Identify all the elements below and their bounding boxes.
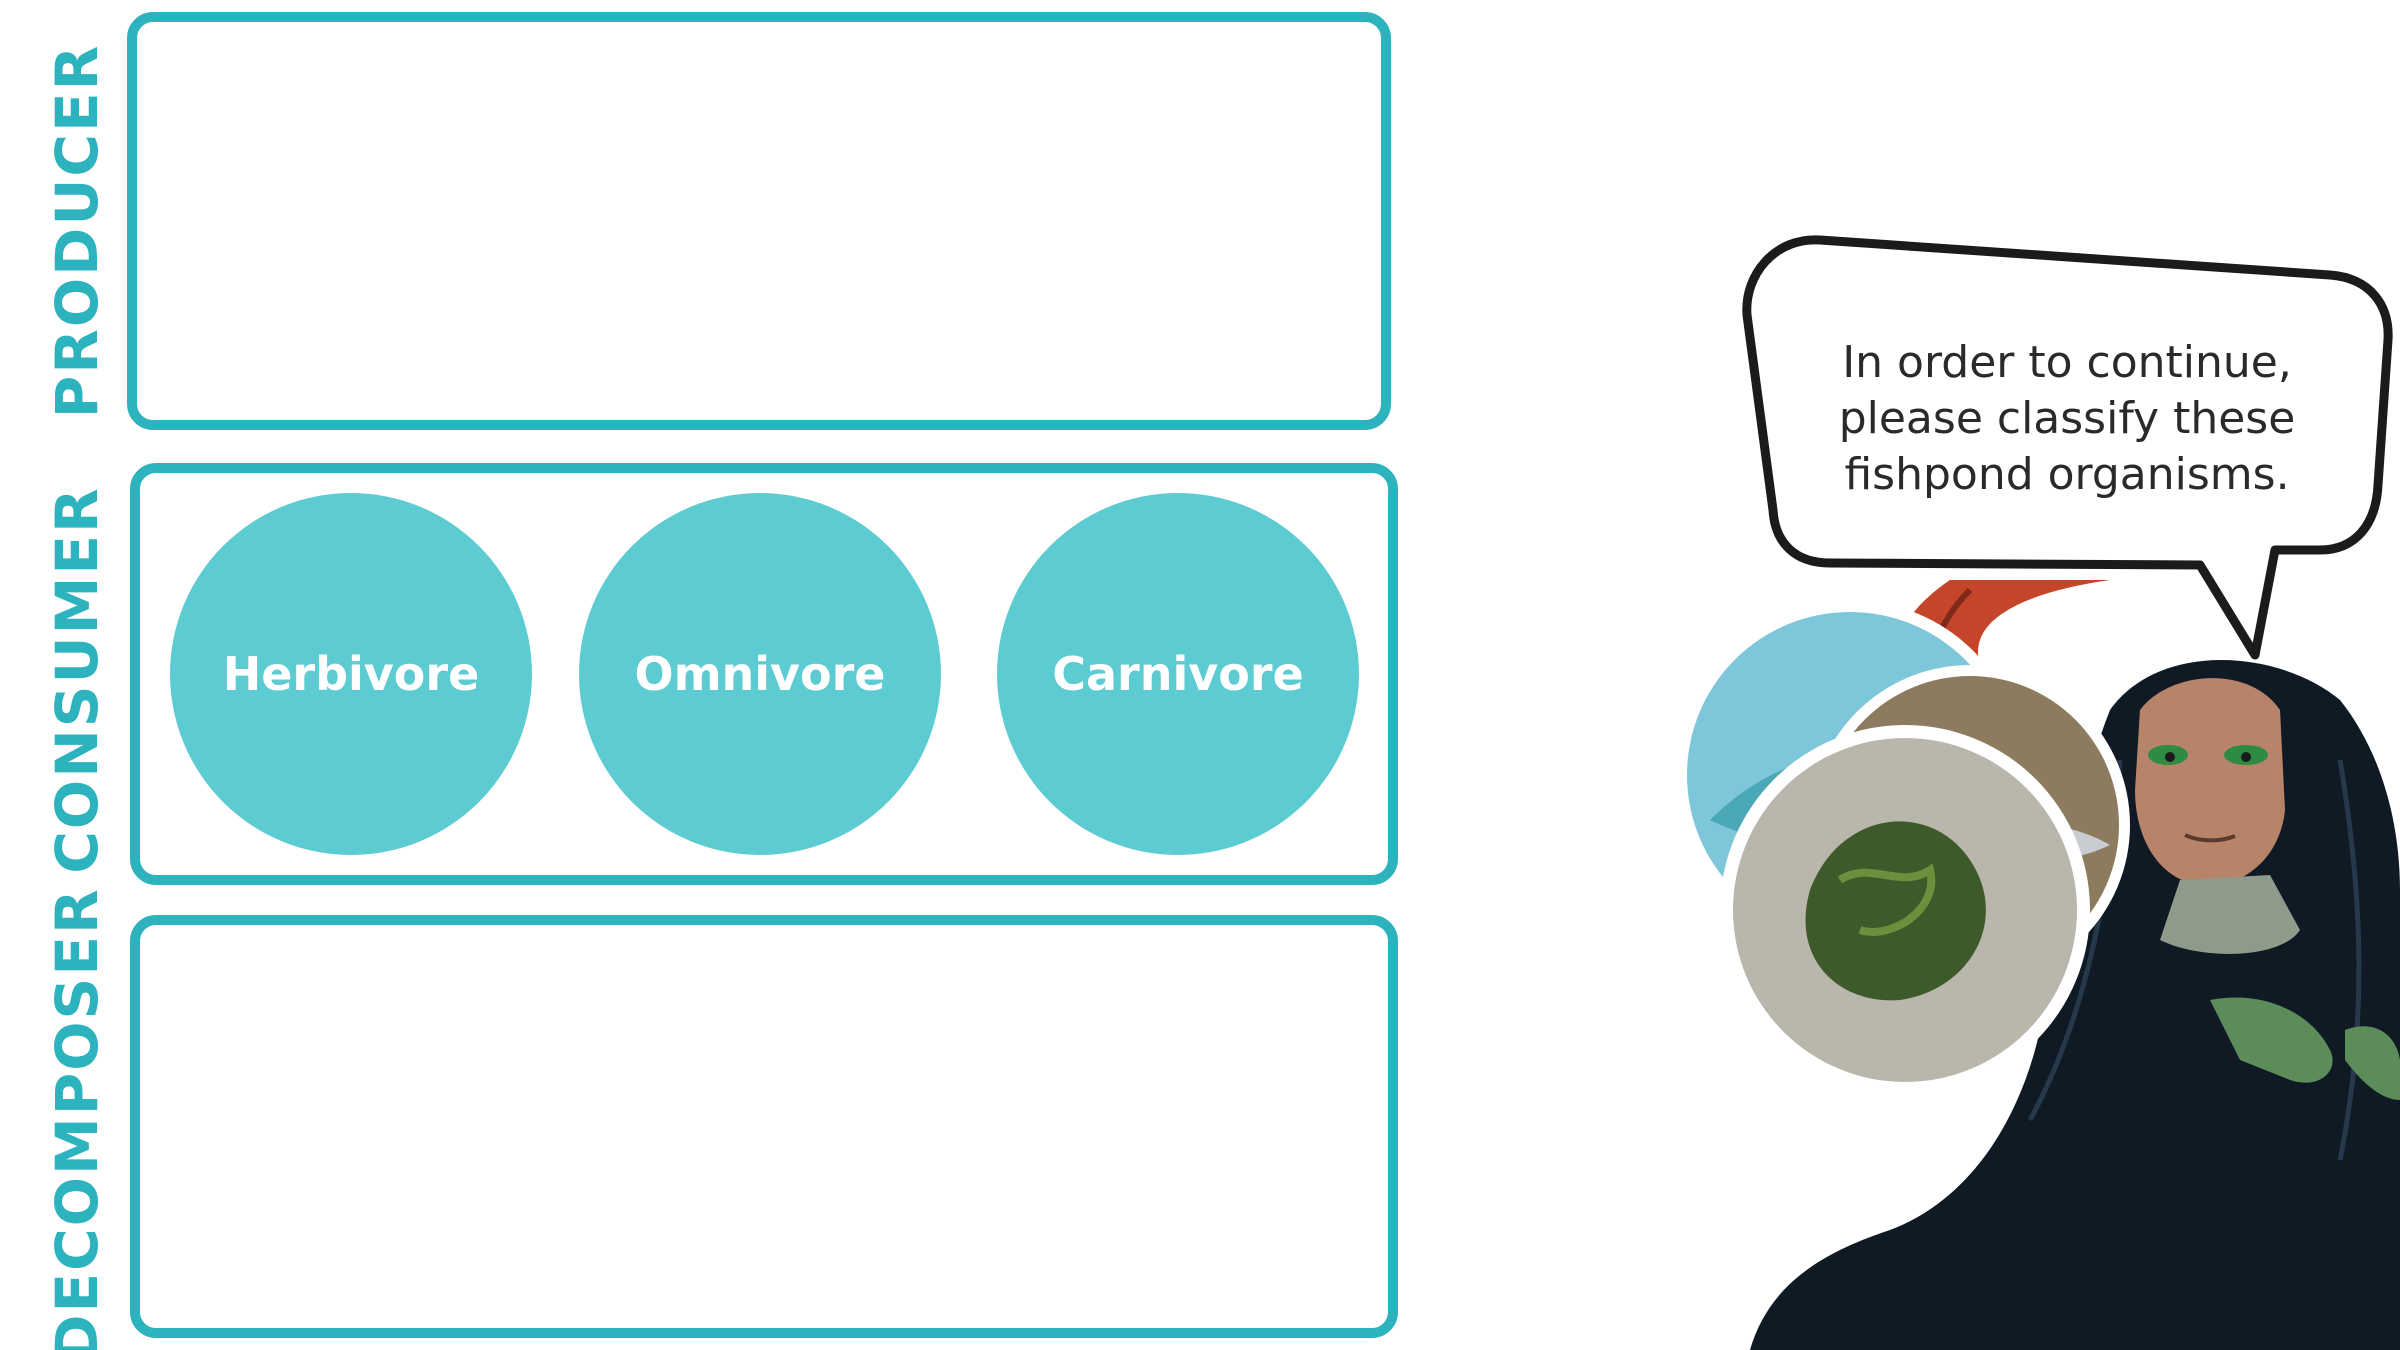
green-hand [2210, 997, 2333, 1083]
right-eye [2241, 752, 2251, 762]
consumer-label: CONSUMER [43, 486, 111, 874]
omnivore-target[interactable]: Omnivore [579, 493, 941, 855]
speech-bubble [1742, 235, 2393, 660]
mouth-line [2184, 833, 2236, 843]
green-hand-right [2345, 1026, 2400, 1100]
decomposer-drop-zone[interactable] [130, 915, 1398, 1338]
face-shape [2135, 678, 2285, 886]
guide-character-illustration [1675, 580, 2400, 1350]
seaweed-strand [1837, 863, 1936, 936]
producer-drop-zone[interactable] [127, 12, 1391, 430]
speech-line-1: In order to continue, [1842, 337, 2292, 388]
producer-label: PRODUCER [43, 43, 111, 419]
speech-line-3: fishpond organisms. [1844, 449, 2290, 500]
left-eye [2165, 752, 2175, 762]
speech-bubble-outline [1742, 235, 2393, 660]
herbivore-target[interactable]: Herbivore [170, 493, 532, 855]
decomposer-label: DECOMPOSER [43, 887, 111, 1350]
hair-strand-2 [2337, 759, 2362, 1161]
carnivore-target[interactable]: Carnivore [997, 493, 1359, 855]
speech-line-2: please classify these [1838, 393, 2296, 444]
seaweed-clump [1805, 821, 1986, 1001]
neck-shape [2160, 875, 2300, 954]
speech-bubble-text: In order to continue, please classify th… [1782, 335, 2352, 503]
